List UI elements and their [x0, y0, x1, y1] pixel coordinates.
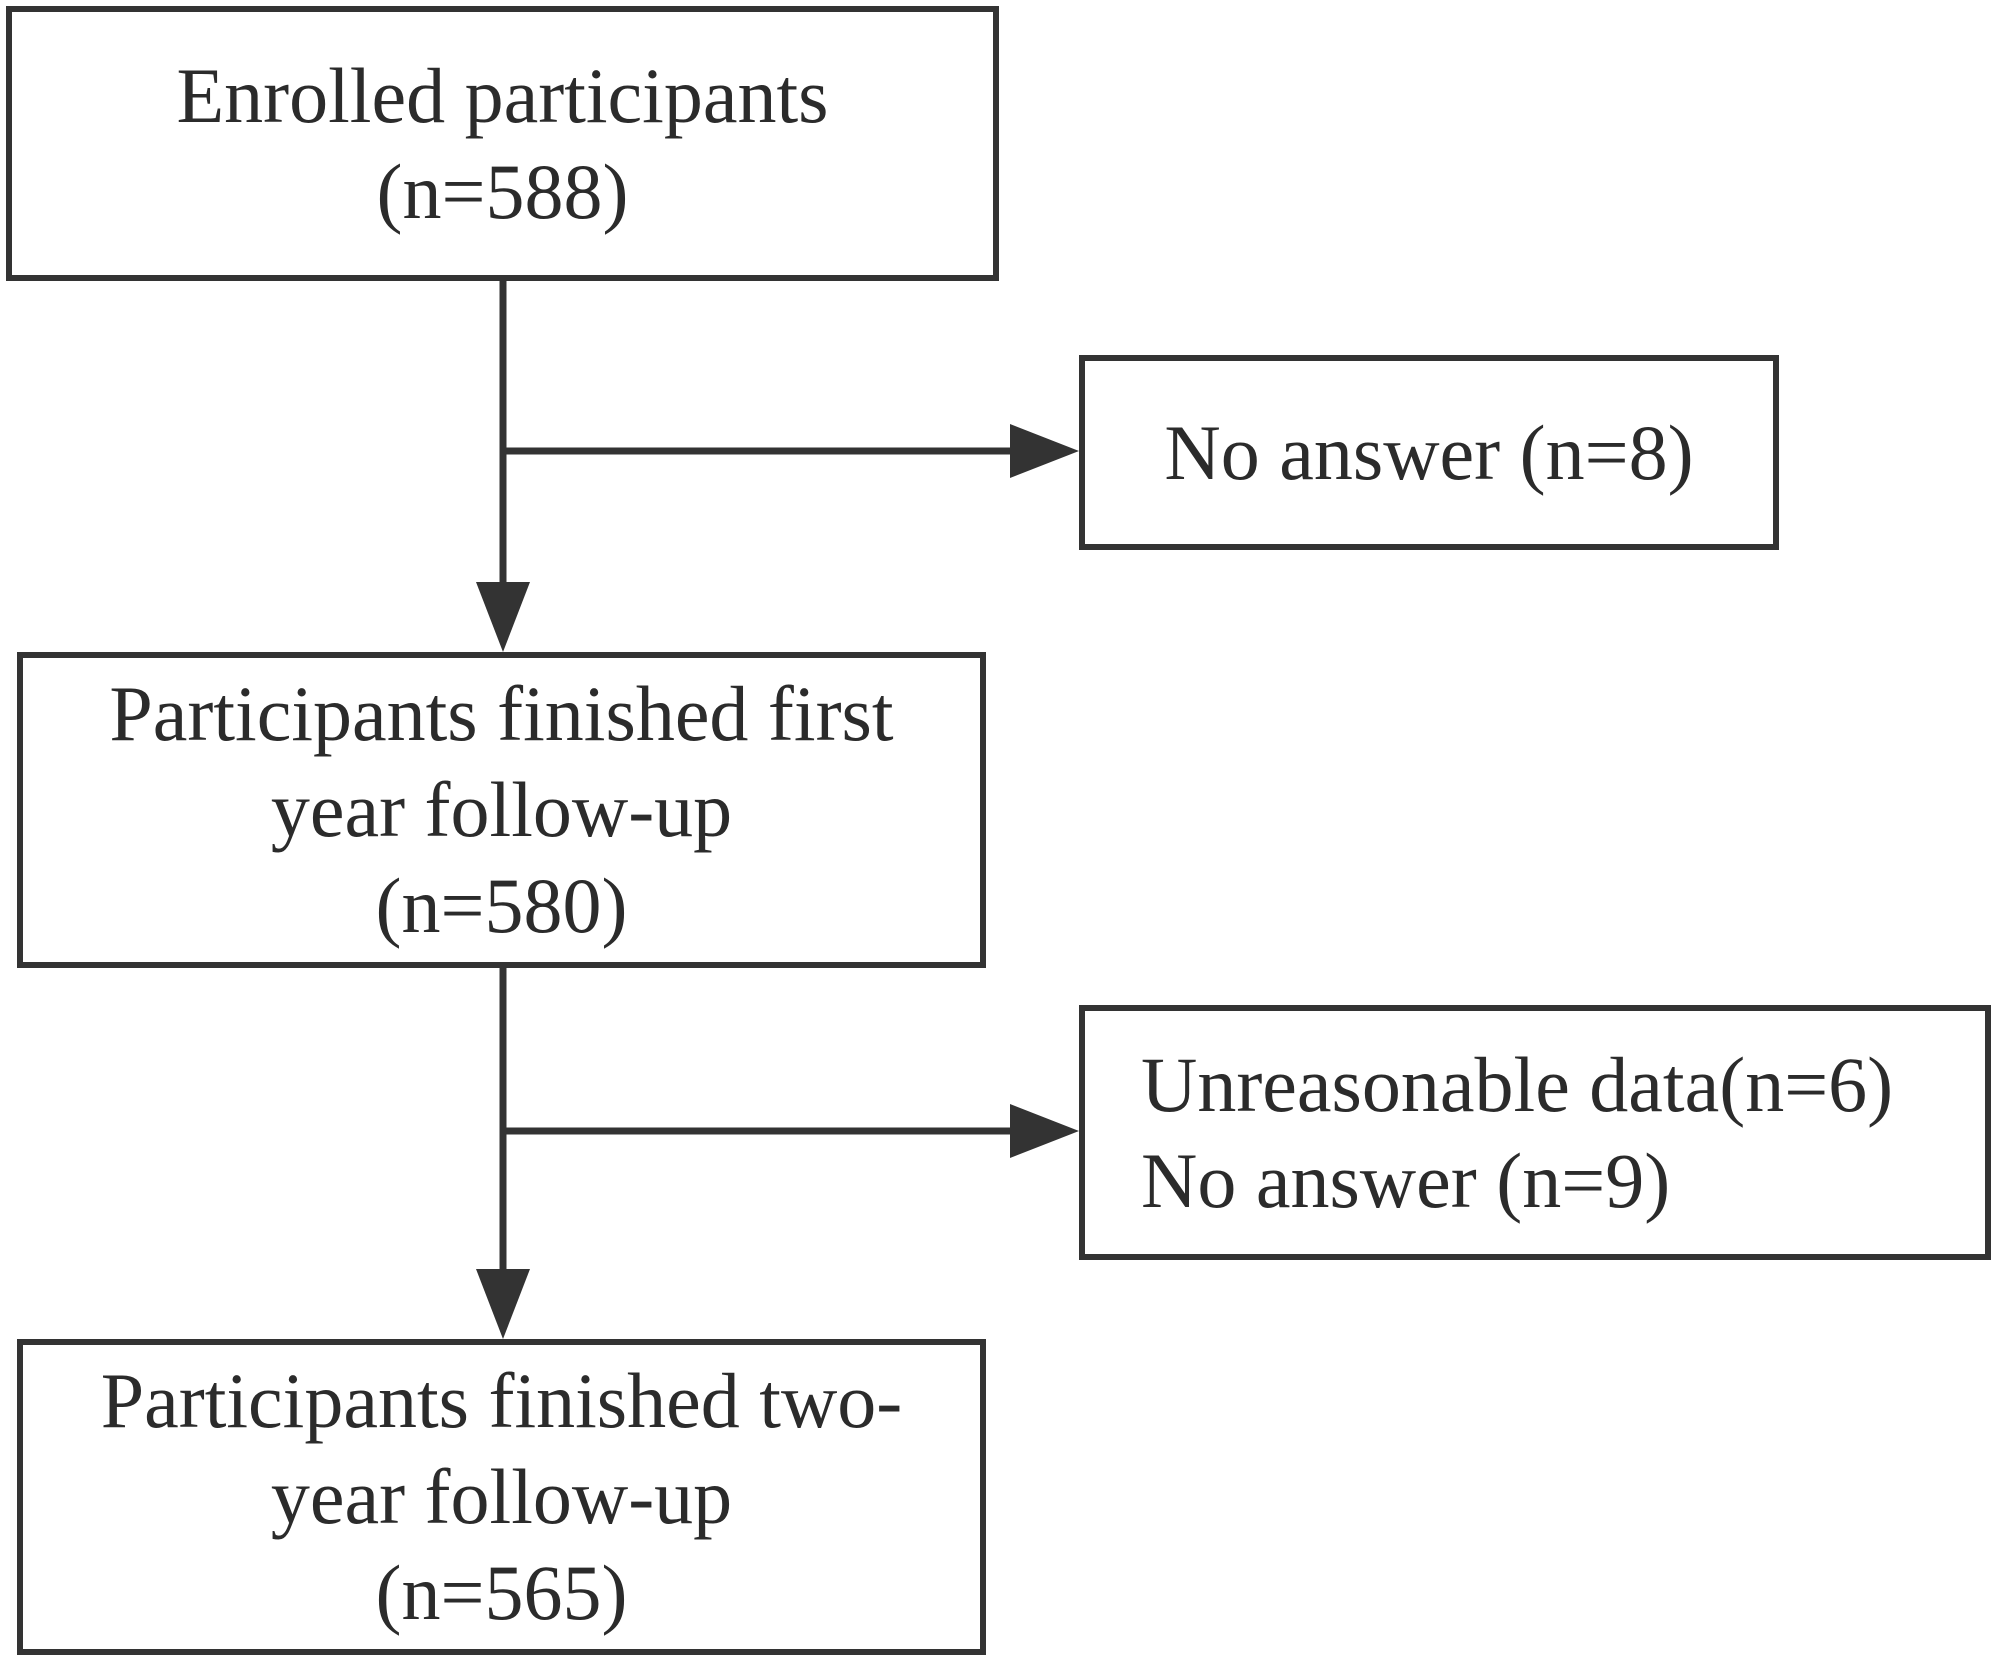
box-exclusion-2-line-1: Unreasonable data(n=6) [1141, 1040, 1894, 1128]
box-enrolled-line-1: Enrolled participants [176, 51, 829, 139]
box-exclusion-1-line-1: No answer (n=8) [1164, 408, 1694, 496]
box-exclusion-unreasonable-and-no-answer: Unreasonable data(n=6) No answer (n=9) [1079, 1005, 1991, 1260]
box-exclusion-no-answer: No answer (n=8) [1079, 355, 1779, 550]
arrowhead-down-1 [476, 582, 530, 652]
arrowhead-right-1 [1010, 424, 1079, 478]
box-exclusion-2-line-2: No answer (n=9) [1141, 1136, 1671, 1224]
box-second-line-1: Participants finished two- [100, 1357, 903, 1444]
box-first-year-follow-up: Participants finished first year follow-… [17, 652, 986, 968]
box-enrolled-line-2: (n=588) [376, 147, 629, 235]
box-enrolled-participants: Enrolled participants (n=588) [6, 6, 999, 281]
box-first-line-2: year follow-up [270, 766, 733, 853]
box-second-line-2: year follow-up [270, 1453, 733, 1540]
box-two-year-follow-up: Participants finished two- year follow-u… [17, 1339, 986, 1655]
arrowhead-right-2 [1010, 1104, 1079, 1158]
arrowhead-down-2 [476, 1269, 530, 1339]
box-first-line-1: Participants finished first [109, 670, 894, 757]
box-second-line-3: (n=565) [375, 1549, 628, 1636]
box-first-line-3: (n=580) [375, 862, 628, 949]
